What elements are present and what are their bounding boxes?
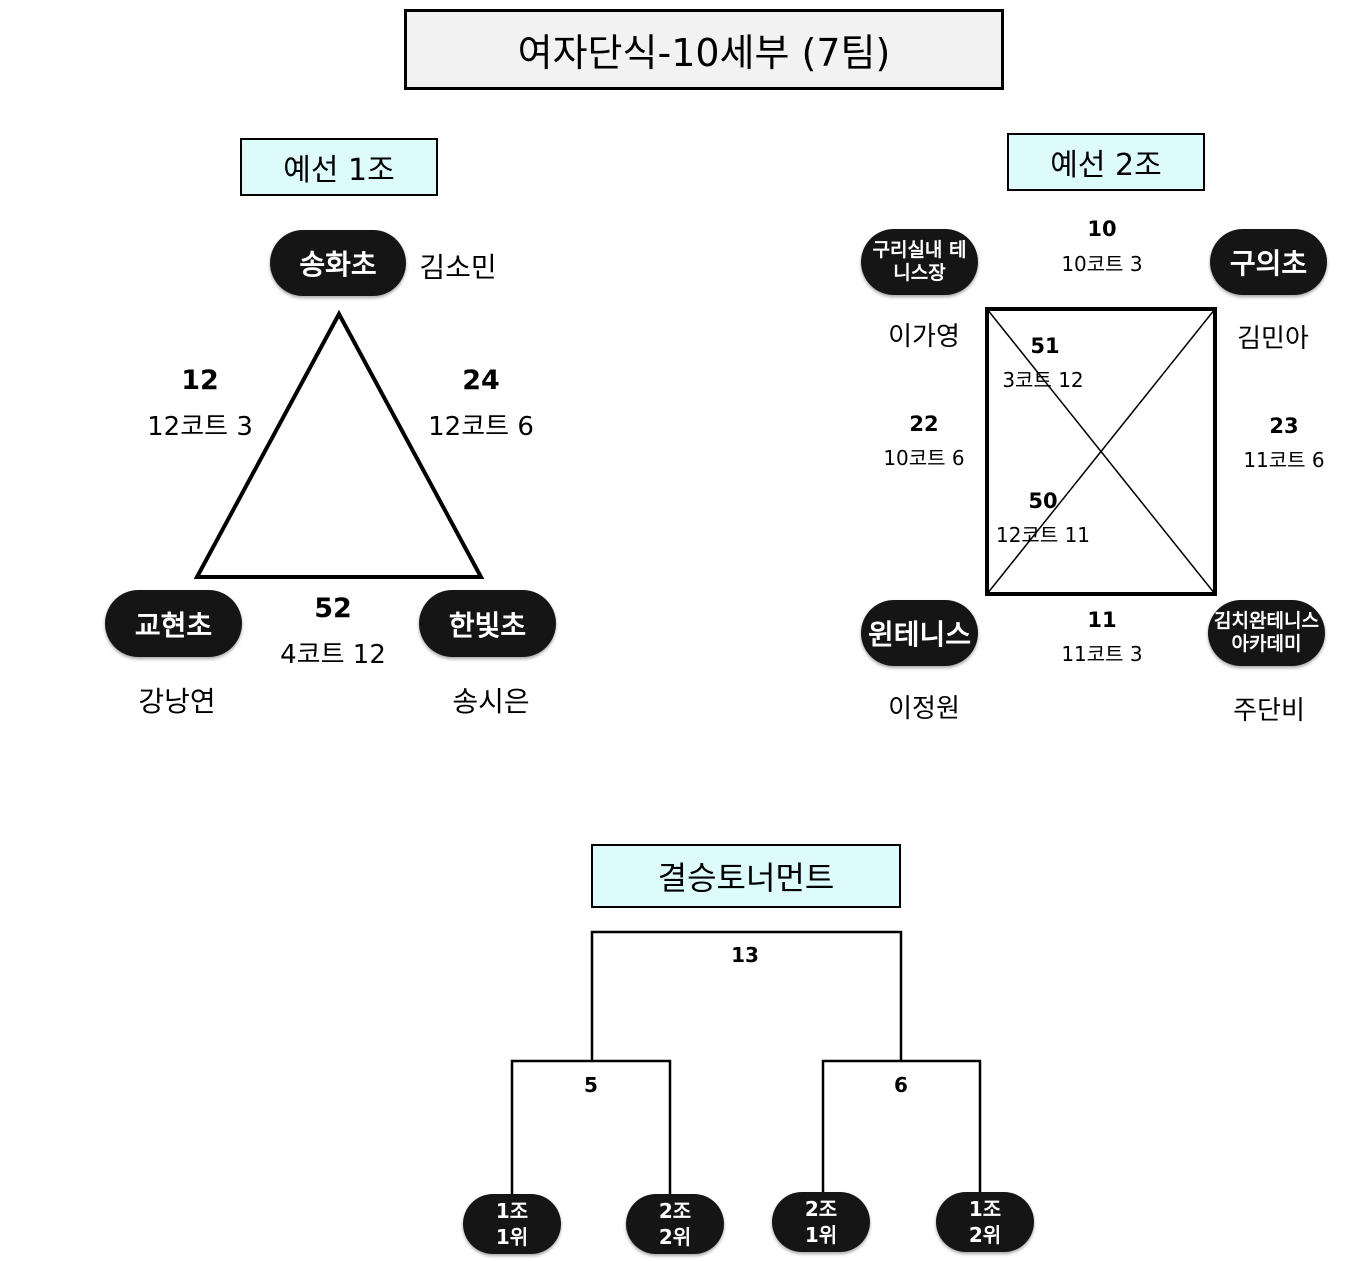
match-court: 10코트 6 bbox=[883, 446, 965, 470]
match-court: 12코트 3 bbox=[147, 412, 253, 442]
group2-diagonal-b bbox=[986, 308, 1216, 595]
bracket-slot: 1조 1위 bbox=[463, 1194, 561, 1254]
team-club-pill: 구리실내 테니스장 bbox=[861, 229, 978, 295]
team-player-name: 송시은 bbox=[452, 685, 530, 718]
match-court: 3코트 12 bbox=[1002, 368, 1084, 392]
bracket-slot-rank: 1위 bbox=[495, 1225, 529, 1249]
final-label: 결승토너먼트 bbox=[591, 844, 901, 908]
bracket-slot-rank: 2위 bbox=[968, 1223, 1002, 1247]
match-court: 12코트 6 bbox=[428, 412, 534, 442]
team-club-pill: 윈테니스 bbox=[861, 600, 978, 666]
match-number: 50 bbox=[1028, 489, 1058, 513]
team-player-name: 이정원 bbox=[888, 694, 960, 724]
match-number: 22 bbox=[909, 412, 939, 436]
team-club-pill: 교현초 bbox=[105, 590, 242, 657]
match-court: 11코트 6 bbox=[1243, 448, 1325, 472]
match-number: 6 bbox=[894, 1073, 908, 1097]
bracket-slot-rank: 2위 bbox=[658, 1225, 692, 1249]
team-player-name: 강낭연 bbox=[138, 685, 216, 718]
team-player-name: 김소민 bbox=[419, 251, 497, 284]
team-player-name: 이가영 bbox=[888, 322, 960, 352]
page-title: 여자단식-10세부 (7팀) bbox=[404, 9, 1004, 90]
match-number: 24 bbox=[462, 365, 500, 396]
final-bracket bbox=[510, 930, 982, 1196]
group2-label: 예선 2조 bbox=[1007, 133, 1205, 191]
match-number: 10 bbox=[1087, 217, 1117, 241]
match-court: 4코트 12 bbox=[280, 640, 386, 670]
team-club-pill: 김치완테니스아카데미 bbox=[1208, 600, 1325, 666]
match-number: 51 bbox=[1030, 334, 1060, 358]
group1-label: 예선 1조 bbox=[240, 138, 438, 196]
group2-rectangle bbox=[985, 307, 1217, 596]
match-court: 11코트 3 bbox=[1061, 642, 1143, 666]
match-number: 23 bbox=[1269, 414, 1299, 438]
match-number: 52 bbox=[314, 593, 352, 624]
team-player-name: 김민아 bbox=[1237, 324, 1309, 354]
match-number: 5 bbox=[584, 1073, 598, 1097]
team-club-pill: 구의초 bbox=[1210, 229, 1327, 295]
bracket-slot-group: 2조 bbox=[658, 1199, 692, 1223]
bracket-slot-group: 1조 bbox=[968, 1197, 1002, 1221]
match-court: 12코트 11 bbox=[995, 523, 1091, 547]
team-player-name: 주단비 bbox=[1233, 696, 1305, 726]
match-number: 13 bbox=[731, 943, 759, 967]
match-number: 12 bbox=[181, 365, 219, 396]
bracket-slot: 2조 1위 bbox=[772, 1192, 870, 1252]
match-number: 11 bbox=[1087, 608, 1117, 632]
match-court: 10코트 3 bbox=[1061, 252, 1143, 276]
team-club-pill: 한빛초 bbox=[419, 590, 556, 657]
group1-triangle bbox=[193, 309, 485, 579]
bracket-slot: 2조 2위 bbox=[626, 1194, 724, 1254]
bracket-slot-group: 1조 bbox=[495, 1199, 529, 1223]
team-club-pill: 송화초 bbox=[270, 230, 406, 296]
bracket-slot-group: 2조 bbox=[804, 1197, 838, 1221]
bracket-slot: 1조 2위 bbox=[936, 1192, 1034, 1252]
bracket-slot-rank: 1위 bbox=[804, 1223, 838, 1247]
